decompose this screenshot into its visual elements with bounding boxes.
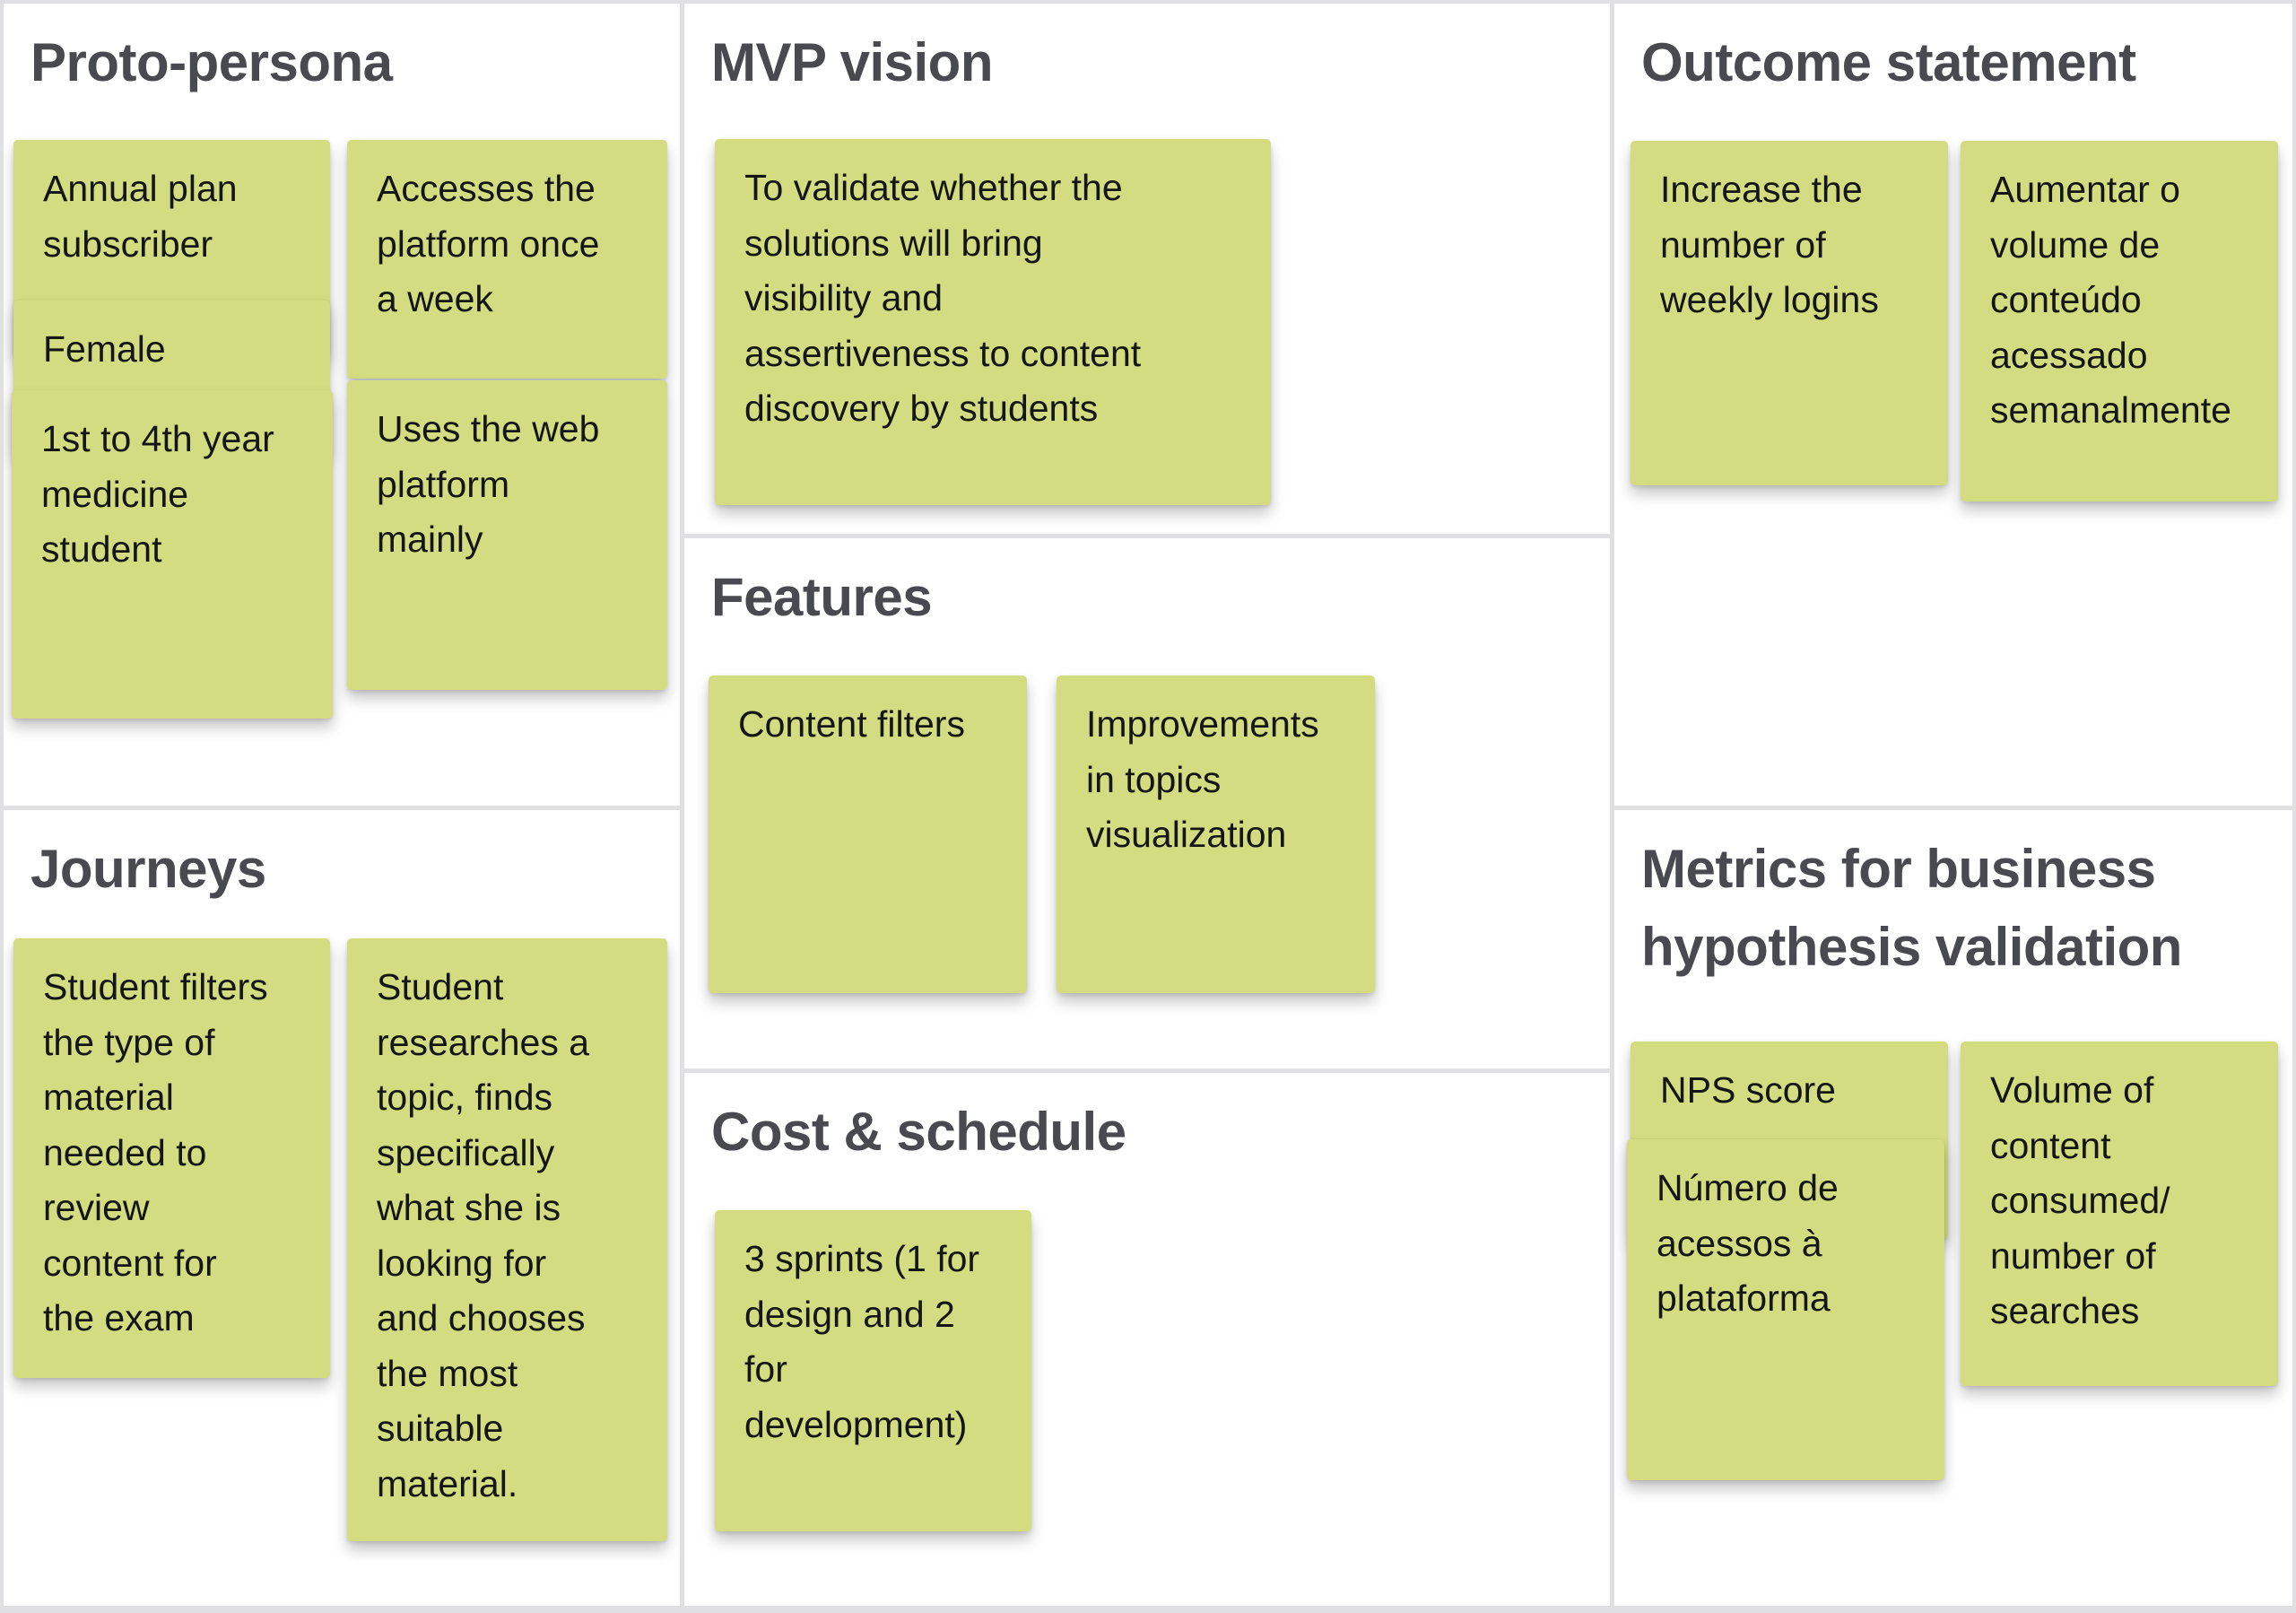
section-title-features: Features <box>711 567 933 627</box>
sticky-note-aumentar-volume[interactable]: Aumentar o volume de conteúdo acessado s… <box>1961 141 2278 501</box>
sticky-note-medicine-student[interactable]: 1st to 4th year medicine student <box>12 390 333 719</box>
panel-metrics-validation: Metrics for business hypothesis validati… <box>1614 810 2292 1606</box>
panel-mvp-vision: MVP vision To validate whether the solut… <box>684 4 1610 534</box>
sticky-note-access-frequency[interactable]: Accesses the platform once a week <box>347 140 667 379</box>
sticky-note-web-platform[interactable]: Uses the web platform mainly <box>347 380 667 690</box>
sticky-note-numero-acessos[interactable]: Número de acessos à plataforma <box>1627 1139 1944 1480</box>
section-title-journeys: Journeys <box>30 839 266 899</box>
sticky-note-volume-consumed[interactable]: Volume of content consumed/ number of se… <box>1961 1042 2278 1386</box>
sticky-note-topics-visualization[interactable]: Improvements in topics visualization <box>1057 676 1375 993</box>
panel-journeys: Journeys Student filters the type of mat… <box>4 810 680 1606</box>
section-title-cost-schedule: Cost & schedule <box>711 1102 1126 1162</box>
sticky-note-sprints[interactable]: 3 sprints (1 for design and 2 for develo… <box>715 1210 1031 1531</box>
panel-cost-schedule: Cost & schedule 3 sprints (1 for design … <box>684 1073 1610 1606</box>
panel-outcome-statement: Outcome statement Increase the number of… <box>1614 4 2292 806</box>
sticky-note-mvp-vision[interactable]: To validate whether the solutions will b… <box>715 139 1271 505</box>
sticky-note-content-filters[interactable]: Content filters <box>709 676 1027 993</box>
section-title-mvp-vision: MVP vision <box>711 32 993 92</box>
sticky-note-journey-filter[interactable]: Student filters the type of material nee… <box>13 938 330 1378</box>
panel-features: Features Content filters Improvements in… <box>684 538 1610 1068</box>
section-title-metrics-validation: Metrics for business hypothesis validati… <box>1641 839 2182 977</box>
section-title-proto-persona: Proto-persona <box>30 32 393 92</box>
sticky-note-weekly-logins[interactable]: Increase the number of weekly logins <box>1631 141 1948 485</box>
sticky-note-journey-research[interactable]: Student researches a topic, finds specif… <box>347 938 667 1541</box>
panel-proto-persona: Proto-persona Annual plan subscriber Fem… <box>4 4 680 806</box>
section-title-outcome-statement: Outcome statement <box>1641 32 2136 92</box>
